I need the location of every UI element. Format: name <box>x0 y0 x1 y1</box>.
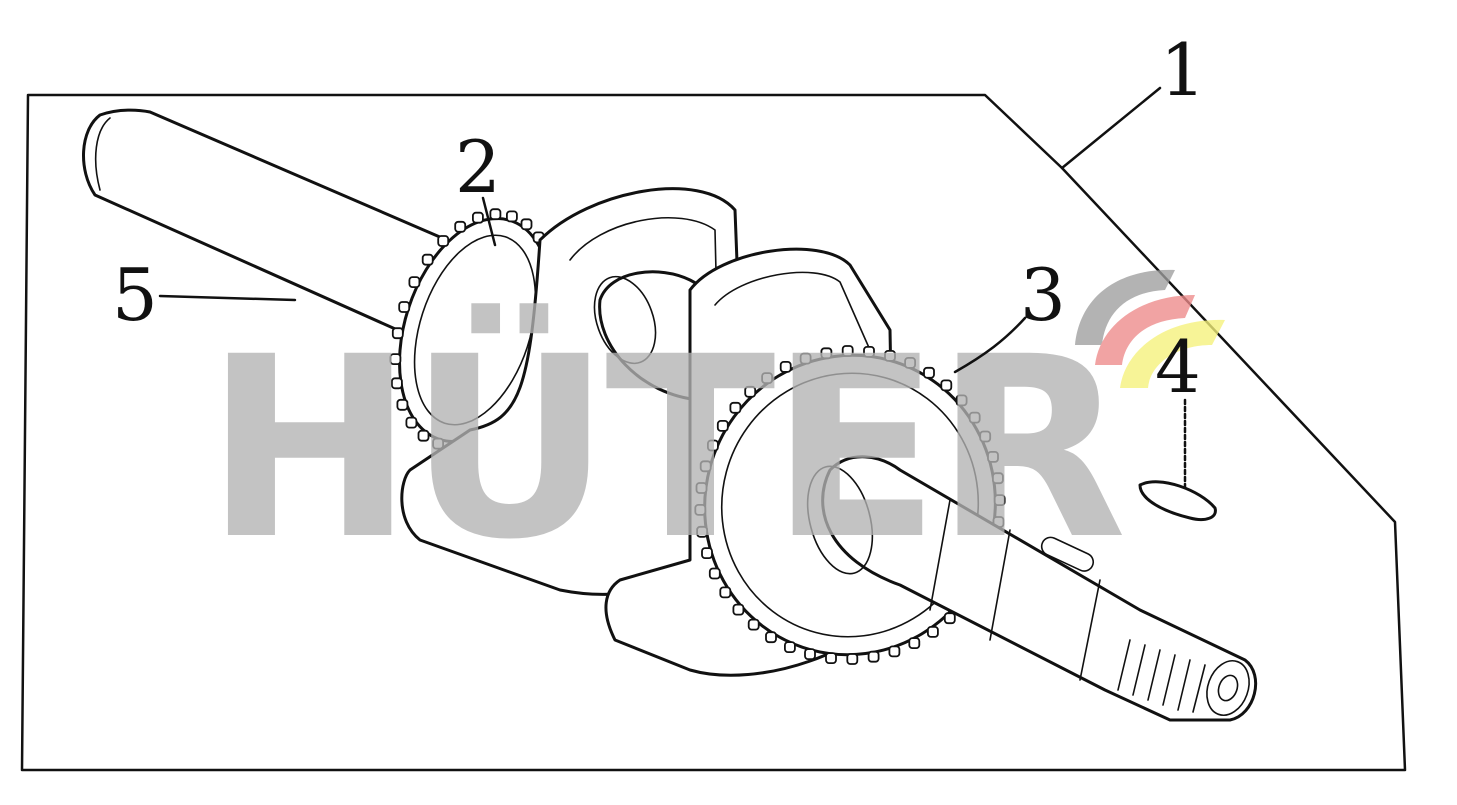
crankshaft-gear-tooth <box>888 645 901 658</box>
leader-line-2 <box>481 196 497 247</box>
crankshaft-gear-tooth <box>747 618 760 631</box>
timing-gear-tooth <box>398 301 411 313</box>
timing-gear-tooth <box>389 353 402 366</box>
woodruff-key <box>1138 480 1217 522</box>
watermark-text: HÜTER <box>205 303 1123 594</box>
crankshaft-gear-tooth <box>719 586 732 599</box>
crankshaft-gear-tooth <box>904 356 916 369</box>
leader-line-3 <box>953 316 1027 374</box>
crankshaft-gear-tooth <box>701 547 713 559</box>
crankshaft-left-shaft <box>82 108 472 342</box>
timing-gear-tooth <box>421 253 434 266</box>
crankshaft-gear-tooth <box>708 567 721 580</box>
crankshaft-gear-tooth <box>744 385 757 398</box>
crankshaft-gear-tooth <box>732 603 745 616</box>
crankshaft-gear-tooth <box>923 366 935 379</box>
crankshaft-gear-tooth <box>841 345 854 357</box>
crankshaft-gear-tooth <box>968 411 981 424</box>
crankshaft-gear-tooth <box>825 652 837 664</box>
crankshaft-gear-tooth <box>987 450 999 463</box>
crankshaft-gear-tooth <box>979 430 992 443</box>
crankshaft-gear-tooth <box>761 372 773 385</box>
crankshaft-gear-tooth <box>908 637 921 649</box>
watermark: HÜTER <box>205 269 1225 594</box>
crankshaft-gear-tooth <box>804 648 816 660</box>
crankshaft-gear-tooth <box>863 345 875 358</box>
callout-label-2: 2 <box>455 125 501 209</box>
timing-gear-tooth <box>432 437 445 450</box>
timing-gear-tooth <box>396 398 409 411</box>
timing-gear-tooth <box>454 220 467 233</box>
callout-label-5: 5 <box>112 253 158 337</box>
crankshaft-gear-tooth <box>779 360 792 373</box>
crankshaft-gear-tooth <box>955 394 968 407</box>
watermark-logo-arc-yellow <box>1120 319 1225 388</box>
timing-gear-tooth <box>405 416 418 429</box>
crankshaft-output-shaft <box>806 455 1258 722</box>
timing-gear-tooth <box>408 276 421 289</box>
timing-gear-tooth <box>471 211 484 224</box>
crankshaft-gear-tooth <box>820 347 833 360</box>
callout-label-1: 1 <box>1160 28 1206 112</box>
crankshaft-gear-tooth <box>694 503 707 516</box>
timing-gear-tooth <box>391 327 404 340</box>
crankshaft-gear-tooth <box>729 401 742 414</box>
timing-gear-tooth <box>489 208 502 221</box>
callout-label-3: 3 <box>1020 253 1066 337</box>
callout-label-4: 4 <box>1155 325 1201 409</box>
crankshaft-gear-tooth <box>695 482 708 494</box>
timing-gear-tooth <box>417 429 430 442</box>
crankshaft-gear-tooth <box>699 460 712 473</box>
crankshaft-gear-tooth <box>993 494 1006 507</box>
crankshaft-gear-tooth <box>940 379 953 392</box>
watermark-logo-arc-red <box>1095 295 1195 365</box>
leader-line-5 <box>158 294 297 302</box>
leader-line-1 <box>1060 86 1162 170</box>
timing-gear-tooth <box>520 218 533 231</box>
crankshaft-gear-tooth <box>765 631 777 644</box>
crankshaft-gear-tooth <box>799 352 812 365</box>
timing-gear-tooth <box>390 377 403 390</box>
crankshaft-gear-tooth <box>846 653 859 665</box>
crankshaft-gear-tooth <box>784 641 796 653</box>
crankshaft-gear-tooth <box>927 626 939 638</box>
crankshaft-gear-tooth <box>943 612 956 625</box>
timing-gear-tooth <box>505 210 518 223</box>
crankshaft-gear-tooth <box>867 650 880 663</box>
crankshaft-gear-tooth <box>696 525 708 538</box>
crankshaft-gear-tooth <box>716 419 729 432</box>
crankshaft-gear-tooth <box>884 349 896 362</box>
timing-gear-tooth <box>437 235 450 247</box>
crankshaft-gear-tooth <box>707 439 719 452</box>
crankshaft-gear-tooth <box>992 472 1004 485</box>
watermark-logo-arc-grey <box>1075 269 1175 345</box>
